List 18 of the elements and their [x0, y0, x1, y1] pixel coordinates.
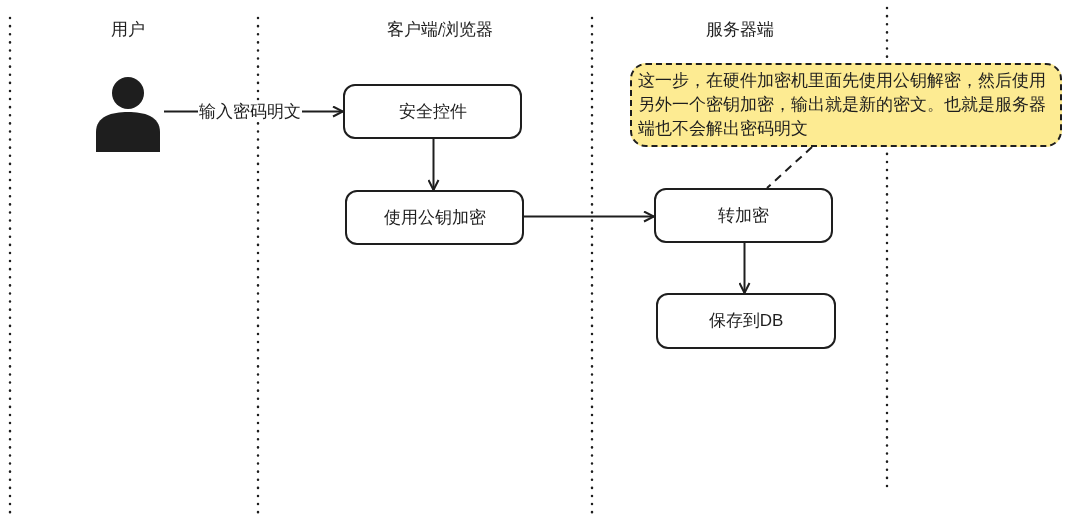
arrow [427, 138, 440, 191]
process-box [656, 293, 836, 349]
box-label: 保存到DB [708, 310, 784, 333]
edge-label: 输入密码明文 [197, 101, 302, 122]
lane-title: 服务器端 [706, 19, 774, 42]
note-text: 这一步，在硬件加密机里面先使用公钥解密，然后使用另外一个密钥加密，输出就是新的密文。也就是服务器端也不会解出密码明文 [638, 70, 1047, 140]
arrow [738, 242, 751, 294]
box-label: 使用公钥加密 [383, 206, 486, 229]
leader-line [766, 146, 813, 189]
note-box [630, 63, 1062, 147]
arrow [523, 210, 655, 223]
process-box [343, 84, 522, 139]
box-label: 安全控件 [398, 100, 467, 123]
lane-title: 用户 [111, 19, 145, 42]
process-box [654, 188, 833, 243]
box-label: 转加密 [718, 204, 769, 227]
lane-title: 客户端/浏览器 [386, 19, 494, 42]
process-box [345, 190, 524, 245]
